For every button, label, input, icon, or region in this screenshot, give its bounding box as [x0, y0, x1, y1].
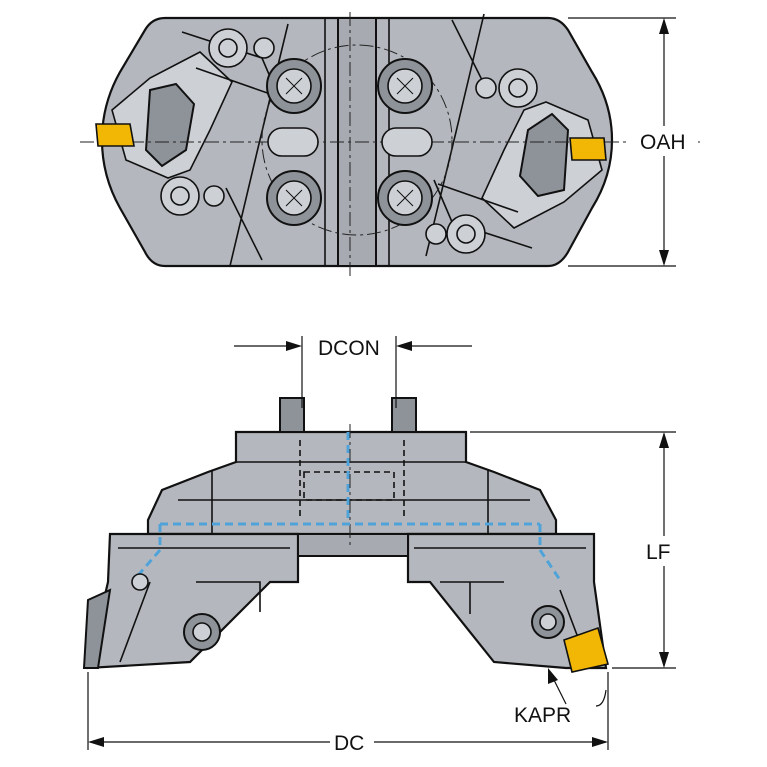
left-drive-pin [279, 397, 305, 433]
top-view [80, 12, 700, 278]
side-view [82, 336, 688, 756]
side-view-detail-lines [118, 470, 589, 665]
dc-dimension [87, 672, 609, 756]
lf-dimension [470, 431, 688, 669]
right-drive-pin [391, 397, 417, 433]
top-view-large-screws [266, 58, 433, 226]
side-view-hub-lines [178, 461, 530, 501]
top-view-slot-left [267, 127, 319, 157]
top-view-right-insert [569, 137, 607, 161]
oah-label: OAH [640, 131, 686, 154]
left-insert-pocket [82, 588, 112, 669]
kapr-label: KAPR [514, 704, 571, 727]
side-view-screws [131, 573, 565, 651]
side-view-hidden-bore [303, 471, 395, 501]
side-view-hub [146, 430, 558, 536]
oah-dimension [568, 17, 696, 267]
kapr-dimension [548, 668, 607, 707]
lf-label: LF [646, 541, 671, 564]
side-view-hidden-walls [299, 440, 405, 520]
coolant-channel [132, 432, 562, 581]
dc-label: DC [334, 732, 364, 755]
top-view-left-clamp [144, 82, 196, 168]
top-view-left-insert [95, 123, 135, 147]
dcon-dimension [234, 336, 472, 408]
top-view-pitch-circle [261, 44, 453, 236]
top-view-right-clamp [518, 112, 570, 198]
side-view-bridge [297, 533, 409, 557]
top-view-slot-right [381, 127, 433, 157]
top-view-small-screws [160, 28, 538, 254]
right-insert [563, 626, 609, 673]
dcon-label: DCON [318, 337, 380, 360]
